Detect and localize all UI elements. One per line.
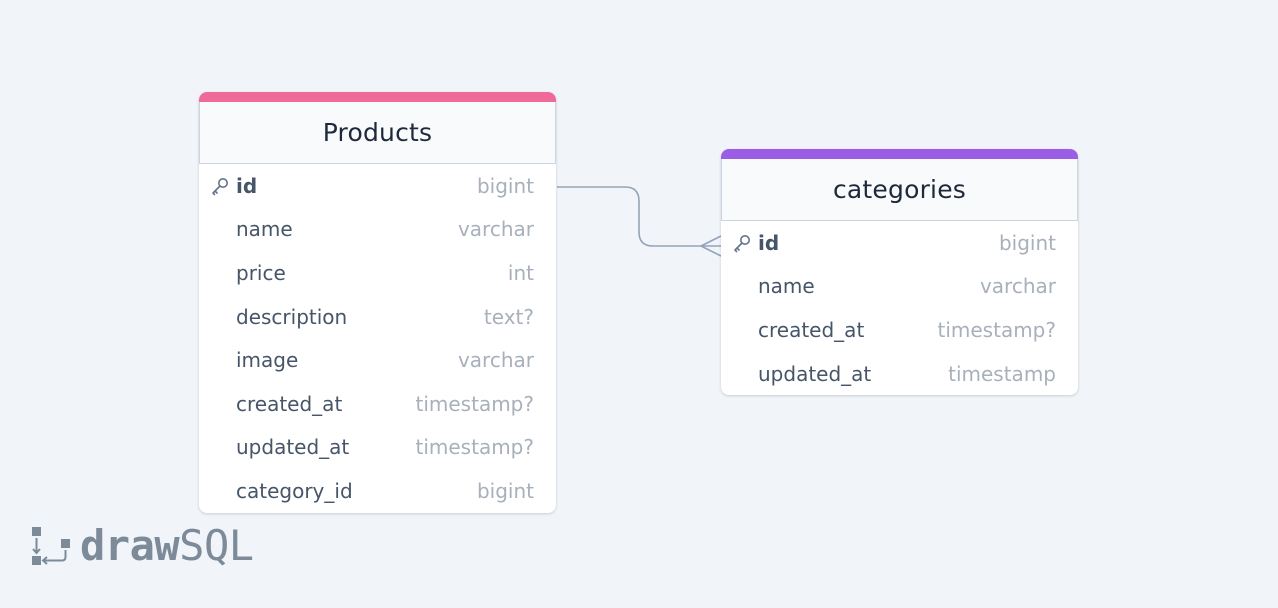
column-type: timestamp?	[415, 391, 535, 416]
column-name: name	[236, 217, 293, 242]
column-type: int	[507, 260, 534, 285]
table-accent-bar	[721, 149, 1078, 159]
key-icon	[732, 233, 752, 253]
table-accent-bar	[199, 92, 556, 102]
column-list: id bigint name varchar price int description te…	[199, 164, 556, 513]
table-column-row[interactable]: category_id bigint	[199, 469, 556, 513]
table-column-row[interactable]: name varchar	[199, 208, 556, 252]
table-column-row[interactable]: created_at timestamp?	[721, 308, 1078, 352]
column-name: name	[758, 274, 815, 299]
logo-text-sql: SQL	[179, 521, 254, 570]
column-type: bigint	[476, 478, 534, 503]
drawsql-logo-icon	[32, 527, 70, 565]
logo-text-draw: draw	[80, 521, 180, 570]
column-type: varchar	[979, 274, 1056, 299]
table-column-row[interactable]: image varchar	[199, 338, 556, 382]
table-header[interactable]: Products	[199, 102, 556, 164]
table-column-row[interactable]: updated_at timestamp?	[199, 426, 556, 470]
column-type: varchar	[457, 348, 534, 373]
table-categories[interactable]: categories id bigint name varchar created_at…	[721, 149, 1078, 396]
column-type: timestamp?	[937, 317, 1057, 342]
column-type: text?	[483, 304, 534, 329]
column-name: price	[236, 260, 286, 285]
table-column-row[interactable]: description text?	[199, 295, 556, 339]
column-name: category_id	[236, 478, 353, 503]
table-products[interactable]: Products id bigint name varchar price int desc…	[199, 92, 556, 513]
column-name: created_at	[758, 317, 865, 342]
column-type: timestamp?	[415, 435, 535, 460]
table-title: Products	[322, 118, 433, 147]
crows-foot-icon	[700, 235, 722, 257]
column-type: bigint	[476, 173, 534, 198]
table-header[interactable]: categories	[721, 159, 1078, 221]
column-name: updated_at	[236, 435, 350, 460]
column-type: timestamp	[948, 361, 1056, 386]
key-icon	[210, 176, 230, 196]
table-column-row[interactable]: price int	[199, 251, 556, 295]
column-type: bigint	[998, 230, 1056, 255]
column-name: created_at	[236, 391, 343, 416]
table-title: categories	[832, 175, 967, 204]
table-column-row[interactable]: created_at timestamp?	[199, 382, 556, 426]
column-list: id bigint name varchar created_at timestamp? u…	[721, 221, 1078, 395]
table-column-row[interactable]: name varchar	[721, 265, 1078, 309]
column-name: id	[758, 230, 780, 255]
column-name: description	[236, 304, 348, 329]
column-name: image	[236, 348, 299, 373]
table-column-row[interactable]: id bigint	[721, 221, 1078, 265]
column-name: updated_at	[758, 361, 872, 386]
column-name: id	[236, 173, 258, 198]
table-column-row[interactable]: updated_at timestamp	[721, 352, 1078, 396]
table-column-row[interactable]: id bigint	[199, 164, 556, 208]
column-type: varchar	[457, 217, 534, 242]
